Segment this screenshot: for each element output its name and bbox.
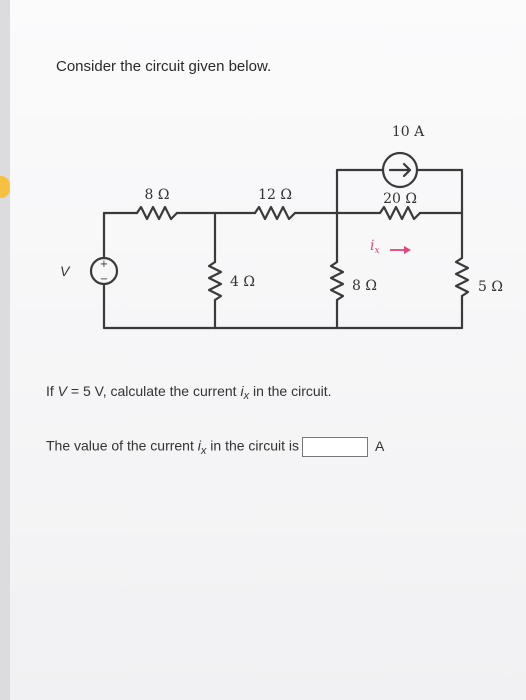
wire-current-source-loop <box>335 168 385 215</box>
wire-left-bottom <box>102 282 464 330</box>
answer-input[interactable] <box>301 437 368 457</box>
current-source-symbol <box>381 151 419 189</box>
ix-label: ix <box>370 238 380 256</box>
source-minus-sign: − <box>100 274 108 285</box>
label-12-ohm: 12 Ω <box>258 187 292 203</box>
question-line-2: The value of the current ix in the circu… <box>46 437 385 457</box>
source-voltage-label: V <box>60 263 71 279</box>
left-panel-edge <box>0 0 10 700</box>
ix-arrow-head <box>404 246 411 254</box>
question-line-1: If V = 5 V, calculate the current ix in … <box>46 383 332 402</box>
voltage-source-symbol <box>89 256 119 286</box>
resistor-8-mid <box>329 260 345 302</box>
wire-top-4 <box>418 211 464 260</box>
wire-current-source-loop-2 <box>415 168 464 215</box>
answer-unit: A <box>374 437 385 454</box>
label-8-ohm-left: 8 Ω <box>145 187 170 203</box>
question-page: Consider the circuit given below. <box>10 0 526 700</box>
status-indicator-dot <box>0 176 10 198</box>
label-10-amp: 10 A <box>392 124 425 140</box>
label-4-ohm: 4 Ω <box>230 274 255 290</box>
label-20-ohm: 20 Ω <box>383 191 417 207</box>
source-plus-sign: + <box>100 259 108 270</box>
label-5-ohm: 5 Ω <box>478 279 503 295</box>
resistor-5 <box>454 256 470 298</box>
resistor-8-left <box>135 205 179 221</box>
question-prompt: Consider the circuit given below. <box>56 58 272 75</box>
resistor-20 <box>378 205 422 221</box>
current-source-arrow <box>388 162 412 178</box>
resistor-4 <box>207 260 223 302</box>
label-8-ohm-mid: 8 Ω <box>352 278 377 294</box>
resistor-12 <box>253 205 297 221</box>
